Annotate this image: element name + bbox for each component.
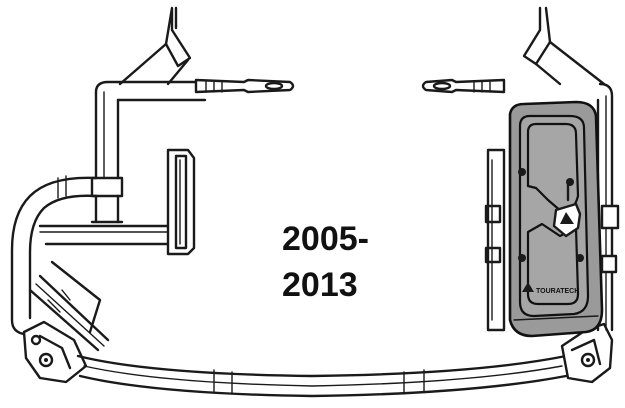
left-frame-tube bbox=[10, 80, 207, 338]
left-lower-struts bbox=[28, 260, 110, 352]
left-hanger-strap bbox=[118, 6, 192, 86]
tool-box bbox=[484, 100, 620, 338]
box-logo-text: TOURATECH bbox=[536, 288, 579, 295]
right-hanger-strap bbox=[522, 6, 606, 86]
left-mount-bracket bbox=[166, 148, 196, 256]
year-label-line2: 2013 bbox=[282, 266, 358, 304]
left-flat-strap bbox=[194, 78, 295, 94]
right-flat-strap bbox=[421, 78, 506, 94]
year-label-line1: 2005- bbox=[282, 220, 369, 258]
left-foot-plate bbox=[22, 320, 88, 384]
bottom-cross-tube bbox=[76, 354, 568, 398]
